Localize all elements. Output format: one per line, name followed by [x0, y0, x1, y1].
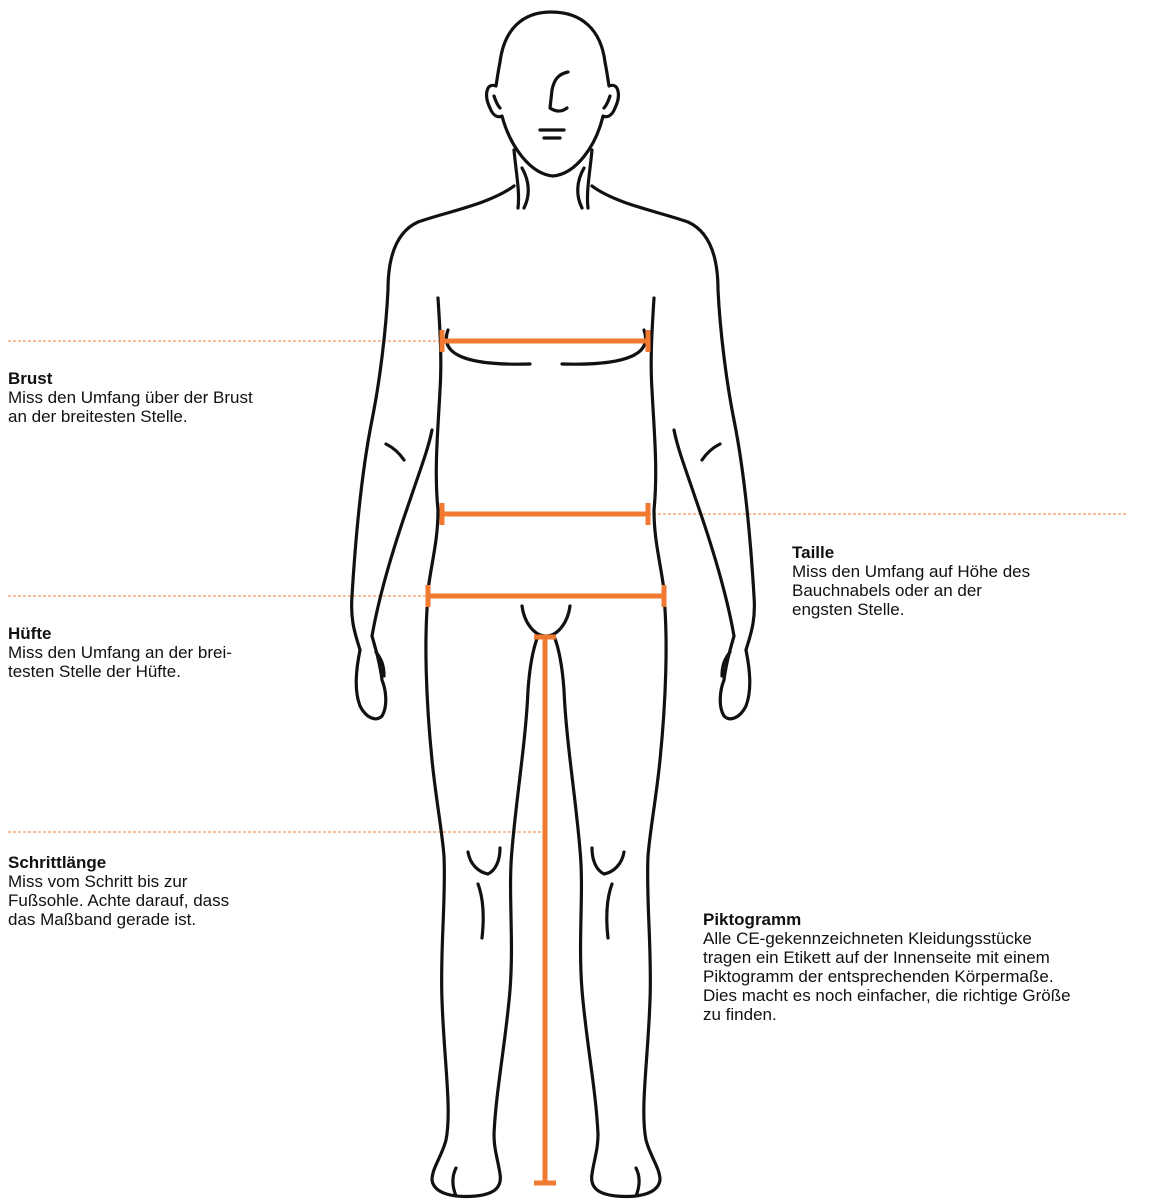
- right-shoulder-arm-outer: [592, 186, 754, 650]
- waist-text: Miss den Umfang auf Höhe des Bauchnabels…: [792, 562, 1030, 619]
- left-leg-outer: [426, 596, 500, 1196]
- crotch: [522, 606, 570, 636]
- left-leg-inner: [494, 636, 538, 1134]
- measurement-bars: [428, 330, 664, 1183]
- chest-title: Brust: [8, 369, 253, 388]
- neck-left: [514, 150, 519, 208]
- ear-right: [604, 96, 610, 108]
- chest-contour-right: [562, 330, 646, 364]
- left-arm-inner: [372, 430, 432, 636]
- hip-note: Hüfte Miss den Umfang an der brei- teste…: [8, 624, 232, 681]
- left-shoulder-arm-outer: [352, 186, 514, 650]
- right-foot-toes: [636, 1168, 639, 1196]
- hip-text: Miss den Umfang an der brei- testen Stel…: [8, 643, 232, 681]
- hip-title: Hüfte: [8, 624, 232, 643]
- inseam-note: Schrittlänge Miss vom Schritt bis zur Fu…: [8, 853, 229, 929]
- left-foot-toes: [453, 1168, 456, 1196]
- pictogram-note: Piktogramm Alle CE-gekennzeichneten Klei…: [703, 910, 1071, 1024]
- chest-note: Brust Miss den Umfang über der Brust an …: [8, 369, 253, 426]
- neck-fold-left: [522, 168, 528, 208]
- chest-contour-left: [446, 330, 530, 364]
- left-elbow-mark: [386, 444, 404, 460]
- right-leg-outer: [592, 596, 666, 1196]
- left-knee: [468, 848, 500, 874]
- right-arm-inner: [674, 430, 734, 636]
- right-elbow-mark: [702, 444, 720, 460]
- neck-fold-right: [578, 168, 584, 208]
- ear-left: [494, 96, 500, 108]
- right-leg-inner: [554, 636, 598, 1134]
- chest-text: Miss den Umfang über der Brust an der br…: [8, 388, 253, 426]
- left-knee-line: [478, 884, 483, 938]
- waist-title: Taille: [792, 543, 1030, 562]
- right-knee: [592, 848, 624, 874]
- pictogram-text: Alle CE-gekennzeichneten Kleidungsstücke…: [703, 929, 1071, 1024]
- waist-note: Taille Miss den Umfang auf Höhe des Bauc…: [792, 543, 1030, 619]
- inseam-text: Miss vom Schritt bis zur Fußsohle. Achte…: [8, 872, 229, 929]
- right-knee-line: [607, 884, 612, 938]
- human-body-front-icon: [352, 12, 755, 1196]
- inseam-title: Schrittlänge: [8, 853, 229, 872]
- nose: [550, 72, 568, 111]
- right-armpit: [651, 298, 664, 590]
- pictogram-title: Piktogramm: [703, 910, 1071, 929]
- neck-right: [587, 150, 592, 208]
